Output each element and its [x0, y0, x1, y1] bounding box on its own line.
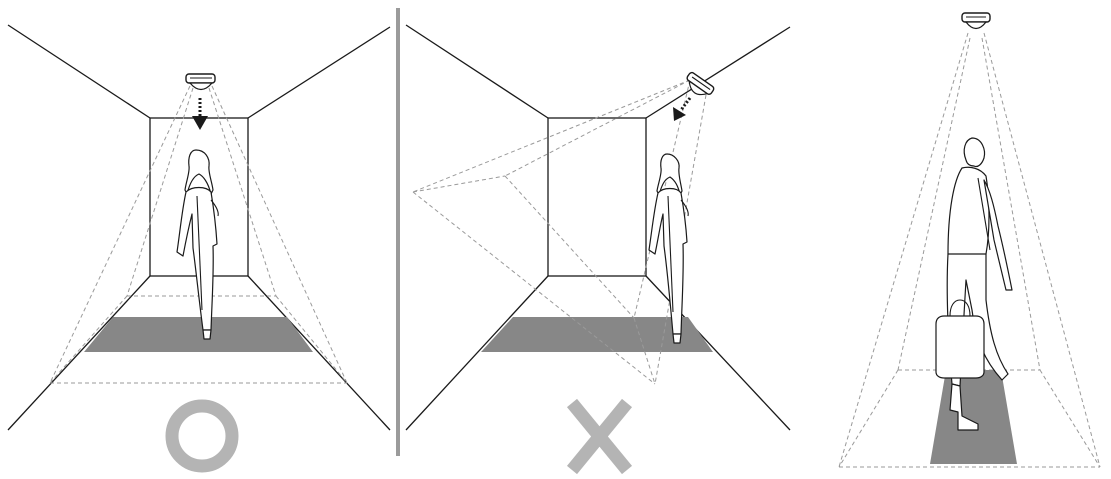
- walking-woman-icon: [648, 153, 689, 344]
- field-of-view-cone: [49, 85, 348, 384]
- detection-zone: [930, 370, 1017, 464]
- detection-zone: [481, 317, 713, 352]
- panel-incorrect-placement: [405, 24, 791, 475]
- ceiling-camera-icon: [185, 73, 216, 91]
- detection-zone: [84, 317, 313, 352]
- circle-mark-icon: [165, 399, 239, 473]
- ceiling-camera-icon: [686, 71, 715, 96]
- view-direction-arrow-icon: [192, 98, 208, 130]
- cross-mark-icon: [566, 398, 633, 475]
- ceiling-camera-icon: [961, 12, 991, 30]
- field-of-view-cone: [838, 32, 1101, 468]
- walking-man-with-bag-icon: [935, 137, 1013, 431]
- corridor-walls: [405, 24, 791, 431]
- panel-correct-placement: [7, 24, 391, 473]
- walking-woman-icon: [176, 149, 219, 340]
- view-direction-arrow-icon: [673, 97, 692, 121]
- panel-side-view: [838, 12, 1101, 468]
